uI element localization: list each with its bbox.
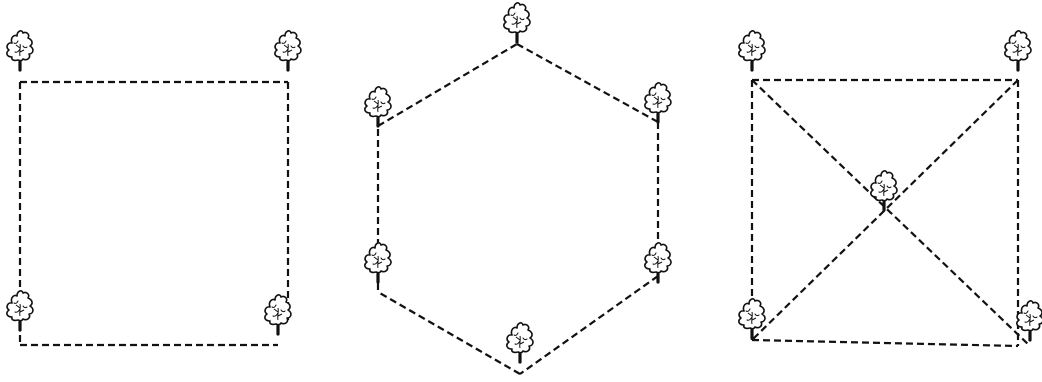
- hexagon-edge: [520, 276, 658, 374]
- quincunx-connecting-lines: [752, 80, 1030, 346]
- tree-icon: [739, 31, 765, 70]
- tree-icon: [7, 31, 33, 70]
- tree-icon: [645, 243, 671, 282]
- hexagon-edge: [378, 292, 520, 374]
- tree-icon: [275, 31, 301, 70]
- tree-icon: [265, 295, 291, 334]
- panel-quincunx-pattern: [739, 31, 1042, 346]
- quincunx-bottom-edge: [752, 340, 1018, 346]
- quincunx-diagonal: [752, 80, 1030, 346]
- tree-icon: [1005, 31, 1031, 70]
- tree-icon: [739, 299, 765, 338]
- square-connecting-lines: [20, 82, 288, 345]
- tree-icon: [365, 87, 391, 126]
- tree-icon: [1017, 301, 1042, 340]
- tree-icon: [871, 171, 897, 210]
- tree-icon: [645, 83, 671, 122]
- hexagon-edge: [378, 44, 517, 126]
- tree-icon: [7, 291, 33, 330]
- panel-hexagonal-pattern: [365, 3, 671, 374]
- tree-icon: [507, 323, 533, 362]
- hexagon-edge: [517, 44, 658, 122]
- tree-icon: [365, 243, 391, 282]
- tree-icon: [504, 3, 530, 42]
- panel-square-pattern: [7, 31, 301, 345]
